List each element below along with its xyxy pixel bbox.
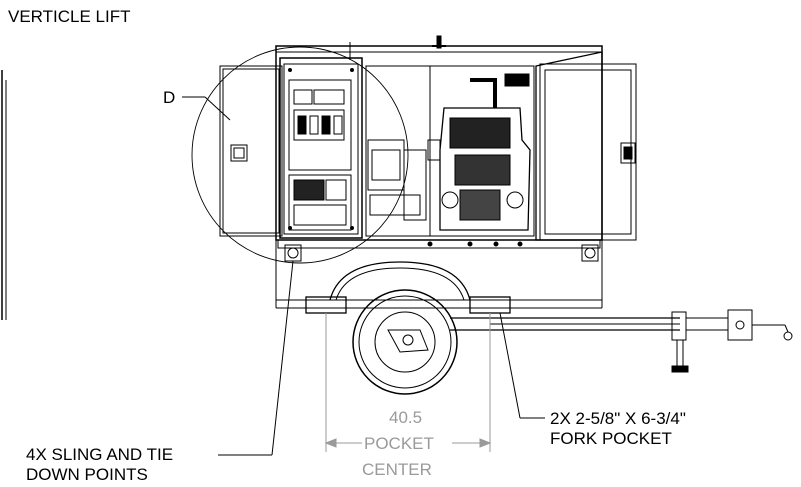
engine-compartment <box>365 65 535 237</box>
pocket-center-dimension-value: 40.5 <box>389 408 423 427</box>
detail-circle-d <box>182 46 409 264</box>
sling-tie-down-points <box>284 244 599 262</box>
trailer-tongue <box>450 309 793 373</box>
fork-pocket-label-line2: FORK POCKET <box>550 429 672 448</box>
detail-callout-d: D <box>163 88 176 107</box>
control-panel-door <box>279 57 363 239</box>
sling-points-label-line2: DOWN POINTS <box>26 465 148 484</box>
view-title: VERTICLE LIFT <box>8 7 131 26</box>
pocket-center-dimension-line1: POCKET <box>364 434 434 453</box>
pocket-center-dimension-line2: CENTER <box>362 460 432 479</box>
wheel-fender <box>329 261 471 301</box>
pocket-center-dimension <box>324 313 492 452</box>
base-rail <box>277 239 601 249</box>
fork-pocket-label-line1: 2X 2-5/8" X 6-3/4" <box>550 409 686 428</box>
trailer-wheel <box>352 289 458 395</box>
sling-points-leader <box>218 260 294 456</box>
left-view-edge <box>1 70 7 320</box>
fork-pocket-leader <box>499 312 545 419</box>
sling-points-label-line1: 4X SLING AND TIE <box>26 445 174 464</box>
right-access-door <box>535 51 637 241</box>
